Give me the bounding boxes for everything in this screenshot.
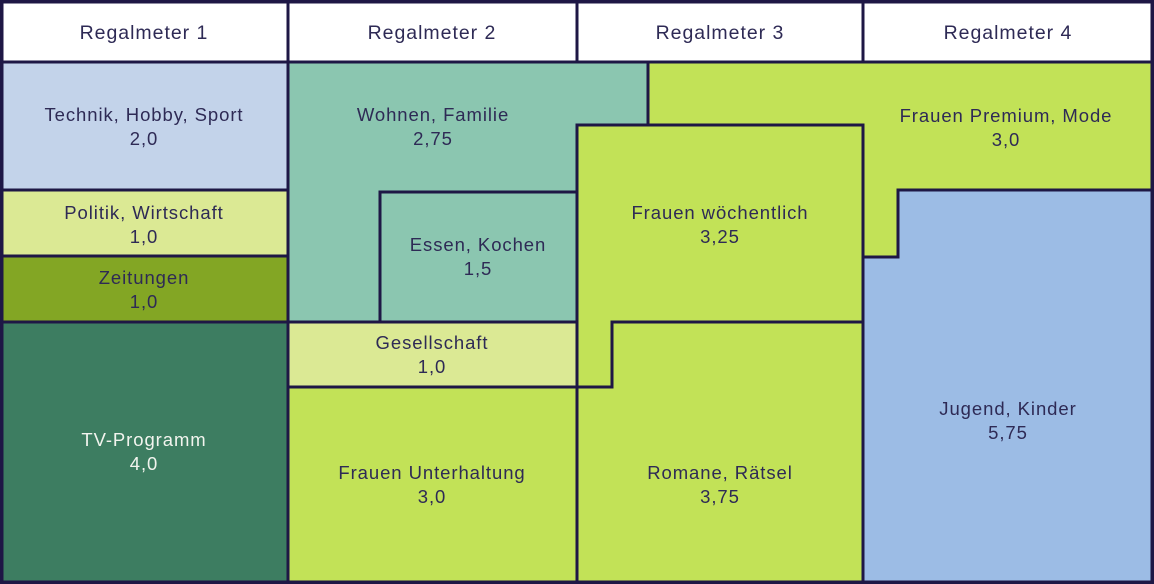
header-cell-4 (861, 0, 1154, 64)
block-jugend-kinder-label: Jugend, Kinder (939, 398, 1076, 419)
block-politik-wirtschaft-label: Politik, Wirtschaft (64, 202, 223, 223)
header-cell-2 (286, 0, 579, 64)
header-label-3: Regalmeter 3 (656, 22, 785, 44)
block-romane-raetsel-value: 3,75 (700, 486, 740, 507)
block-frauen-premium-mode-label: Frauen Premium, Mode (900, 105, 1113, 126)
block-zeitungen-shape (0, 254, 290, 324)
block-romane-raetsel-label: Romane, Rätsel (647, 462, 793, 483)
block-essen-kochen-value: 1,5 (464, 258, 493, 279)
block-frauen-premium-mode-value: 3,0 (992, 129, 1021, 150)
block-essen-kochen-shape (378, 190, 579, 324)
header-label-1: Regalmeter 1 (80, 22, 209, 44)
block-technik-hobby-sport-shape (0, 60, 290, 192)
block-zeitungen-value: 1,0 (130, 291, 159, 312)
block-frauen-unterhaltung-shape (286, 385, 579, 584)
block-tv-programm-value: 4,0 (130, 453, 159, 474)
header-label-4: Regalmeter 4 (944, 22, 1073, 44)
header-label-2: Regalmeter 2 (368, 22, 497, 44)
block-romane-raetsel-shape (575, 320, 865, 584)
block-frauen-unterhaltung-label: Frauen Unterhaltung (338, 462, 525, 483)
block-essen-kochen-label: Essen, Kochen (410, 234, 546, 255)
block-gesellschaft-label: Gesellschaft (376, 332, 489, 353)
block-technik-hobby-sport-label: Technik, Hobby, Sport (44, 104, 243, 125)
block-frauen-woechentlich-value: 3,25 (700, 226, 740, 247)
block-frauen-woechentlich-label: Frauen wöchentlich (631, 202, 808, 223)
block-jugend-kinder-value: 5,75 (988, 422, 1028, 443)
block-jugend-kinder-shape (861, 188, 1154, 584)
block-gesellschaft-value: 1,0 (418, 356, 447, 377)
block-wohnen-familie-label: Wohnen, Familie (357, 104, 509, 125)
block-frauen-unterhaltung-value: 3,0 (418, 486, 447, 507)
block-tv-programm-label: TV-Programm (81, 429, 206, 450)
block-wohnen-familie-value: 2,75 (413, 128, 453, 149)
block-politik-wirtschaft-value: 1,0 (130, 226, 159, 247)
block-politik-wirtschaft-shape (0, 188, 290, 258)
block-zeitungen-label: Zeitungen (99, 267, 190, 288)
block-technik-hobby-sport-value: 2,0 (130, 128, 159, 149)
block-tv-programm-shape (0, 320, 290, 584)
